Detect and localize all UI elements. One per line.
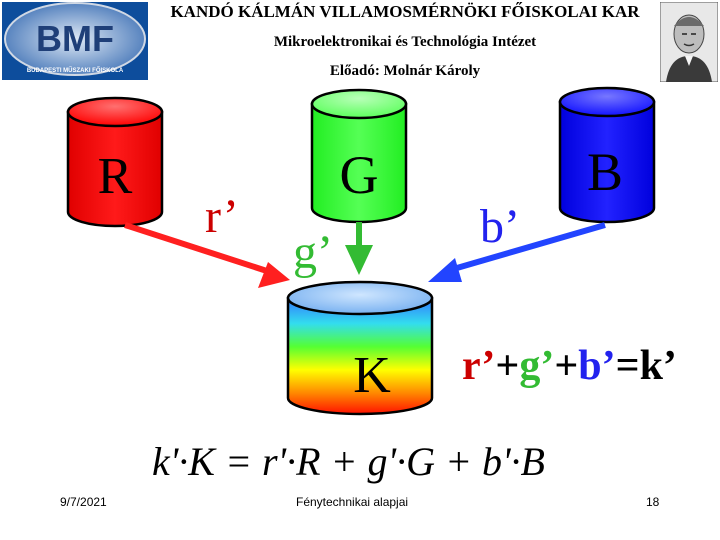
eq-b: b’ <box>578 343 615 389</box>
flow-b-label: b’ <box>480 200 520 253</box>
eq-r: r’ <box>462 343 495 389</box>
cylinder-r-label: R <box>98 148 133 205</box>
cylinder-k-label: K <box>353 347 391 404</box>
cylinder-g: G <box>312 90 406 222</box>
arrow-g <box>345 222 373 275</box>
eq-k: k’ <box>640 343 677 389</box>
mixing-formula: k'·K = r'·R + g'·G + b'·B <box>152 438 545 485</box>
cylinder-g-label: G <box>340 145 379 205</box>
sum-equation: r’+g’+b’=k’ <box>462 342 677 390</box>
flow-g-label: g’ <box>293 226 333 279</box>
eq-equals: = <box>616 343 640 389</box>
eq-plus-1: + <box>495 343 519 389</box>
footer-subject: Fénytechnikai alapjai <box>296 495 408 509</box>
cylinder-b: B <box>560 88 654 222</box>
footer-page-number: 18 <box>646 495 659 509</box>
cylinder-r: R <box>68 98 162 226</box>
cylinder-k: K <box>288 282 432 414</box>
footer-date: 9/7/2021 <box>60 495 107 509</box>
eq-plus-2: + <box>554 343 578 389</box>
cylinder-b-label: B <box>587 142 623 202</box>
eq-g: g’ <box>519 343 554 389</box>
flow-r-label: r’ <box>205 190 239 243</box>
